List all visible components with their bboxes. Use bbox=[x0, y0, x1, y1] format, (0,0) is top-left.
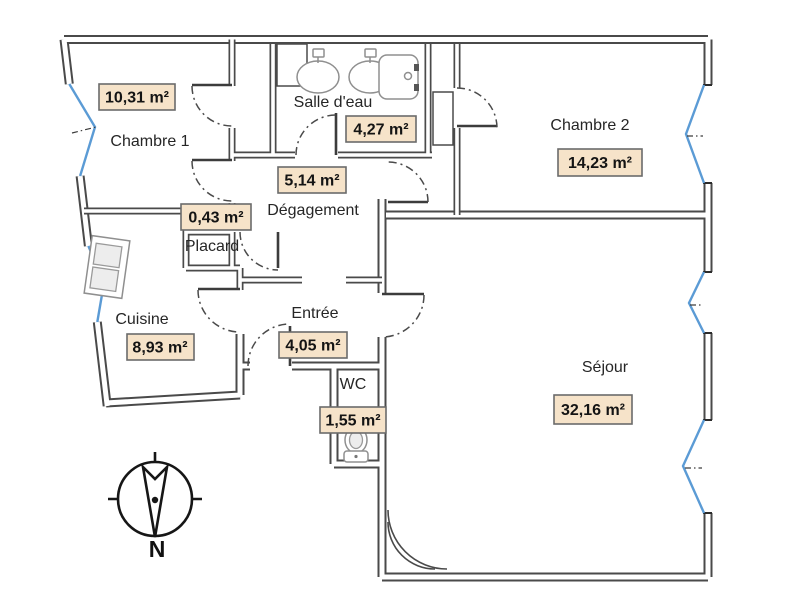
door-chambre-1-upper bbox=[191, 83, 233, 127]
compass-rose: N bbox=[108, 452, 202, 562]
shower-icon bbox=[378, 54, 419, 100]
svg-text:4,05 m²: 4,05 m² bbox=[285, 338, 340, 355]
door-degagement bbox=[387, 161, 429, 204]
window-chambre-2 bbox=[684, 84, 706, 184]
room-label-sejour: Séjour bbox=[582, 359, 629, 376]
area-badge-sejour: 32,16 m² bbox=[553, 394, 633, 425]
area-badge-degagement: 5,14 m² bbox=[277, 166, 347, 194]
svg-text:5,14 m²: 5,14 m² bbox=[284, 173, 339, 190]
svg-text:0,43 m²: 0,43 m² bbox=[188, 210, 243, 227]
door-cuisine bbox=[197, 287, 241, 333]
svg-text:10,31 m²: 10,31 m² bbox=[105, 90, 169, 107]
area-badge-wc: 1,55 m² bbox=[319, 406, 387, 434]
walls-outer bbox=[59, 35, 713, 582]
room-label-chambre-2: Chambre 2 bbox=[550, 117, 629, 134]
area-badge-chambre-2: 14,23 m² bbox=[557, 148, 643, 177]
area-badge-placard: 0,43 m² bbox=[180, 203, 252, 231]
svg-text:32,16 m²: 32,16 m² bbox=[561, 402, 625, 419]
svg-text:4,27 m²: 4,27 m² bbox=[353, 122, 408, 139]
room-label-placard: Placard bbox=[185, 238, 239, 255]
curved-wall-corner bbox=[387, 509, 448, 570]
door-chambre-2 bbox=[456, 87, 498, 129]
window-chambre-1 bbox=[68, 83, 97, 177]
area-badge-chambre-1: 10,31 m² bbox=[98, 83, 176, 111]
door-chambre-1-lower bbox=[191, 158, 233, 202]
area-badge-cuisine: 8,93 m² bbox=[126, 333, 195, 361]
duct-box bbox=[432, 91, 454, 146]
room-label-cuisine: Cuisine bbox=[115, 311, 168, 328]
svg-text:8,93 m²: 8,93 m² bbox=[132, 340, 187, 357]
area-badge-entree: 4,05 m² bbox=[278, 331, 348, 359]
window-sejour-upper bbox=[687, 271, 706, 334]
area-badge-salle-deau: 4,27 m² bbox=[345, 115, 417, 143]
north-label: N bbox=[149, 536, 166, 562]
room-label-degagement: Dégagement bbox=[267, 202, 359, 219]
door-entree-sejour bbox=[381, 292, 425, 338]
room-label-salle-deau: Salle d'eau bbox=[294, 94, 373, 111]
sink-icon bbox=[296, 48, 392, 94]
room-labels: Chambre 1 Salle d'eau Chambre 2 Dégageme… bbox=[110, 94, 629, 393]
area-badges: 10,31 m² 4,27 m² 14,23 m² 5,14 m² 0,43 m… bbox=[98, 83, 643, 434]
window-jambs bbox=[703, 84, 712, 514]
room-label-wc: WC bbox=[340, 376, 367, 393]
svg-text:1,55 m²: 1,55 m² bbox=[325, 413, 380, 430]
kitchen-sink-icon bbox=[83, 234, 131, 300]
door-salle-deau bbox=[295, 113, 338, 156]
door-placard bbox=[239, 231, 280, 271]
svg-text:14,23 m²: 14,23 m² bbox=[568, 155, 632, 172]
window-sejour-lower bbox=[681, 419, 706, 514]
room-label-entree: Entrée bbox=[291, 305, 338, 322]
room-label-chambre-1: Chambre 1 bbox=[110, 133, 189, 150]
